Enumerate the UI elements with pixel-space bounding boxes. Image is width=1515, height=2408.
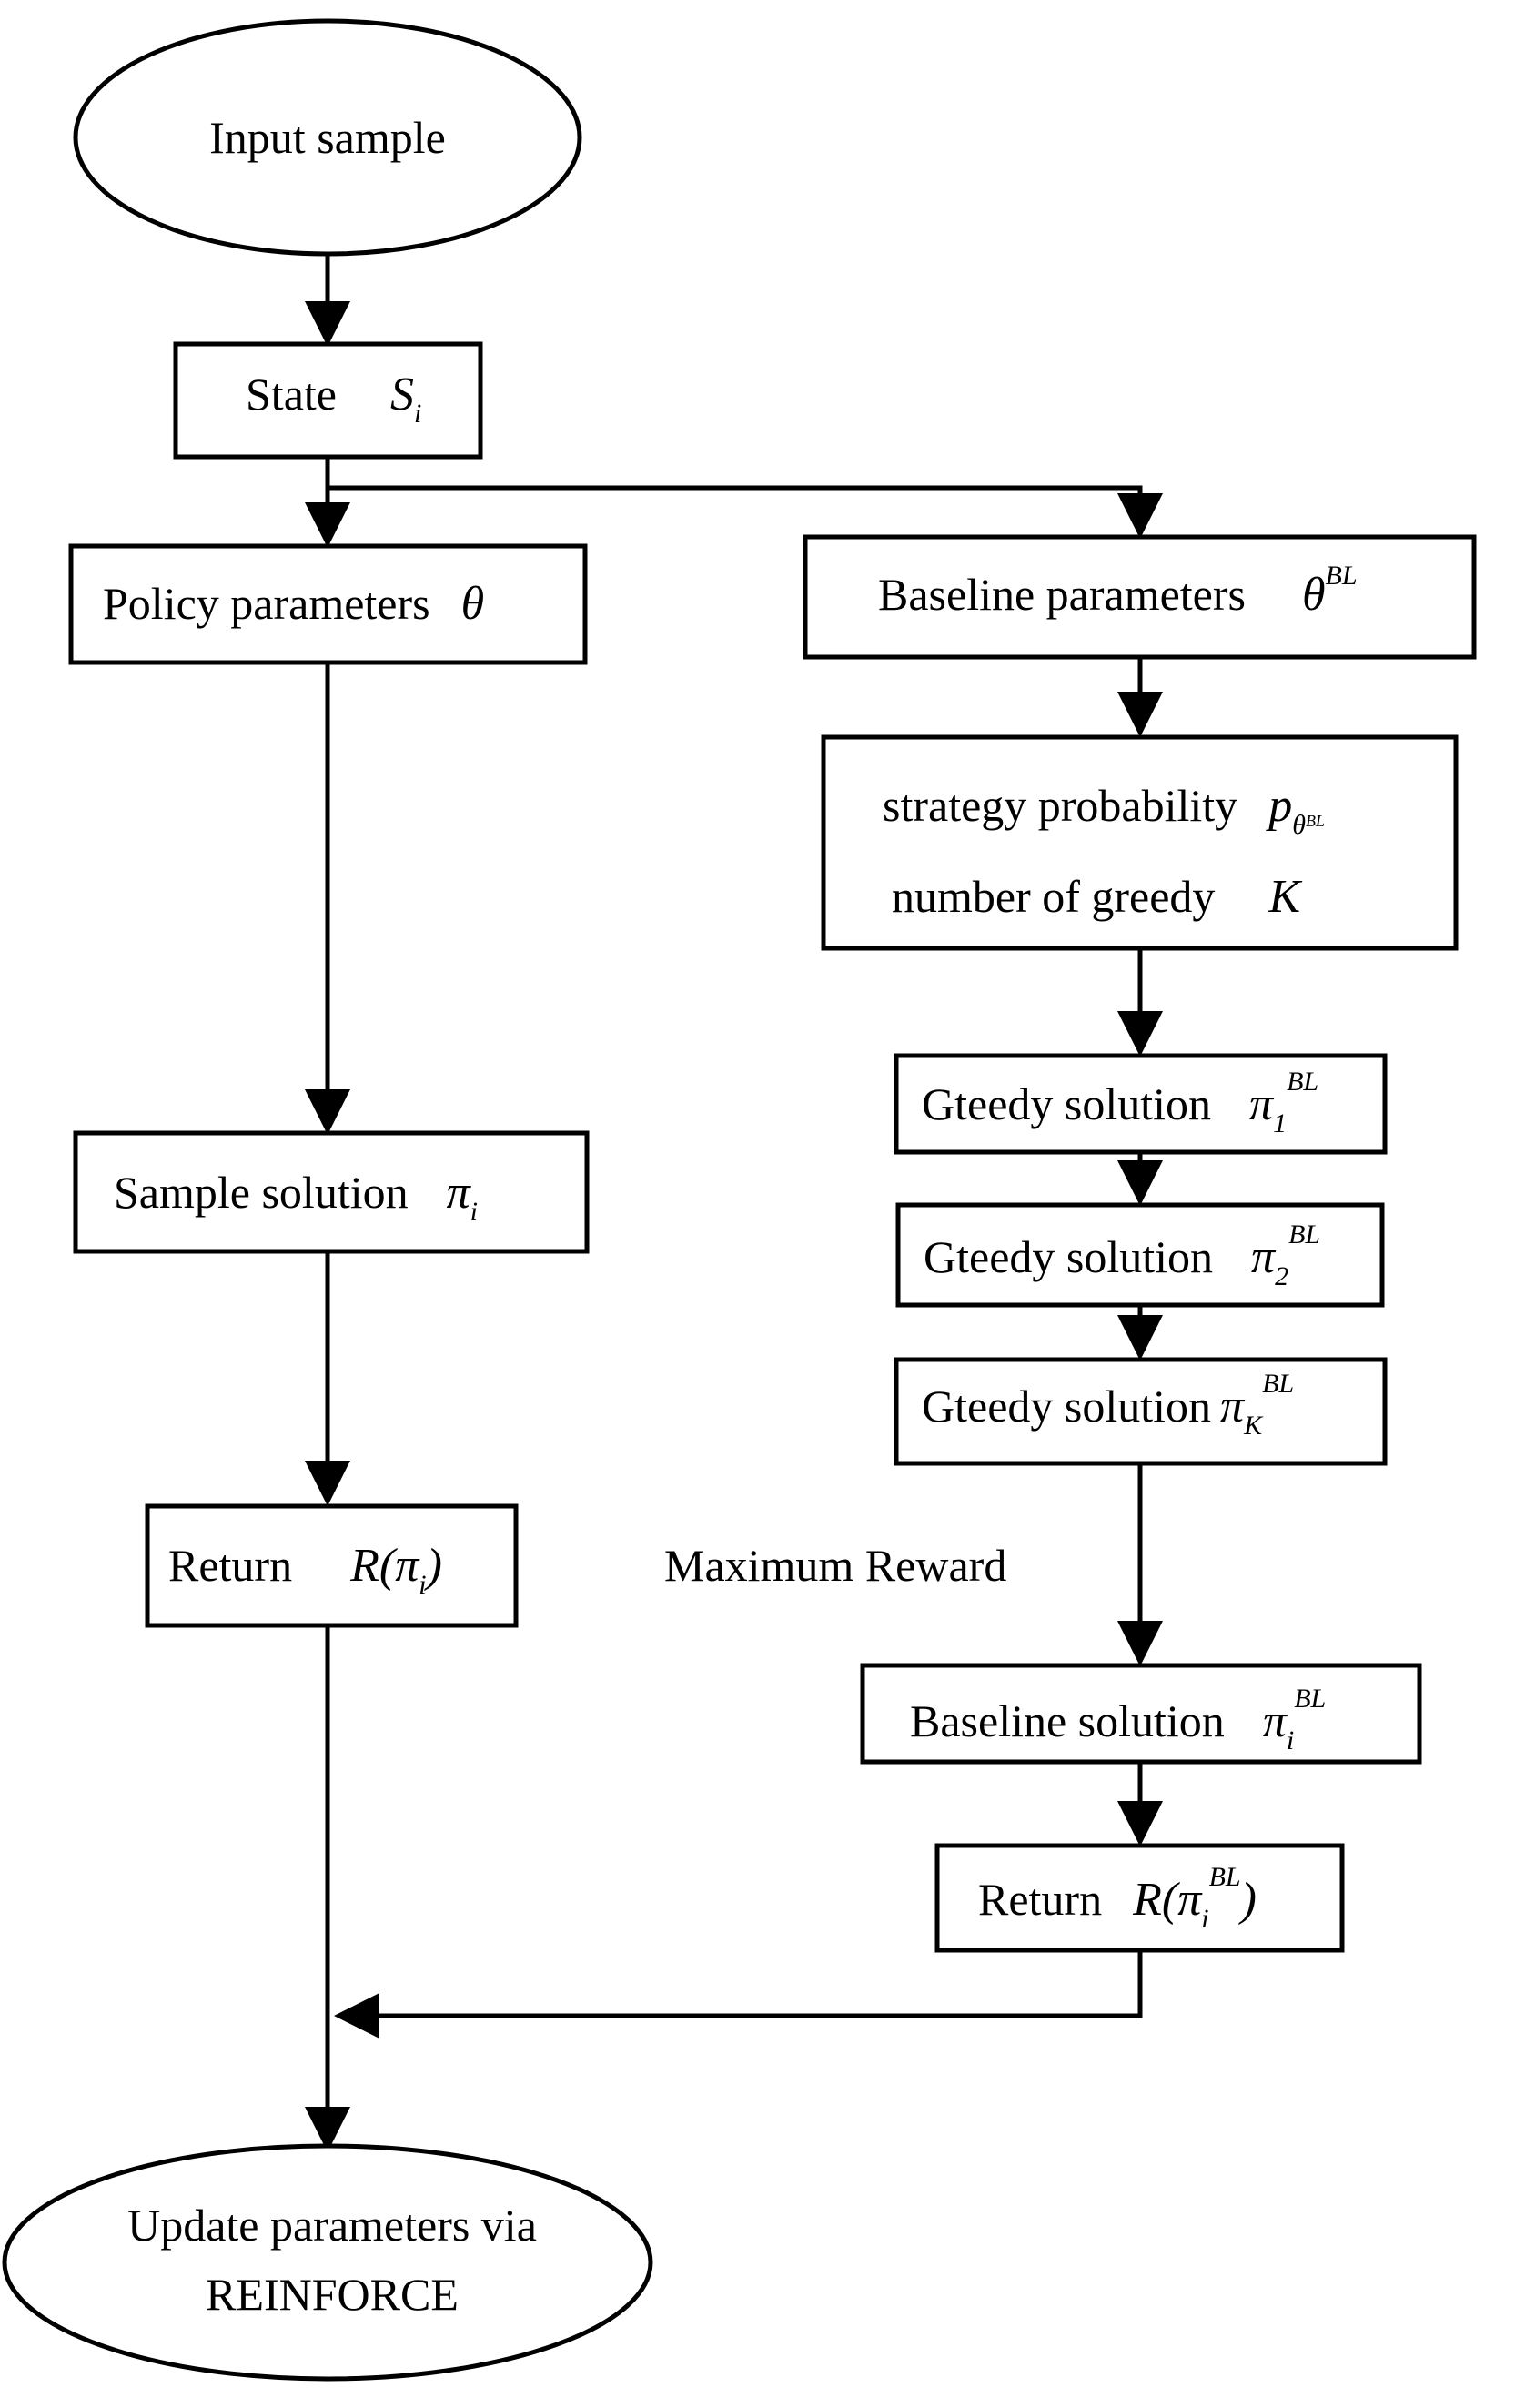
edges (305, 255, 1163, 2152)
svg-text:Baseline solution πiBL: Baseline solution πiBL (910, 1684, 1326, 1755)
return-left-label: Return (168, 1540, 292, 1591)
node-baseline-parameters: Baseline parameters θBL (803, 534, 1477, 660)
svg-text:Return R(πi): Return R(πi) (168, 1540, 442, 1600)
state-label: State (246, 369, 337, 420)
greedy-2-sub: 2 (1275, 1261, 1288, 1291)
node-state: State Si (173, 341, 483, 460)
svg-text:strategy probability pθB: strategy probability pθBL (883, 780, 1325, 840)
edge-state-to-baseline (328, 485, 1163, 539)
sample-solution-sub: i (470, 1197, 478, 1227)
return-right-func: R( (1132, 1874, 1180, 1926)
return-left-close: ) (424, 1540, 442, 1592)
svg-text:Gteedy solution π2BL: Gteedy solution π2BL (924, 1219, 1320, 1291)
strategy-prob-var: p (1265, 780, 1292, 832)
node-strategy-probability: strategy probability pθBL number of gree… (821, 734, 1459, 951)
input-sample-label: Input sample (209, 112, 446, 163)
return-left-var: π (395, 1540, 420, 1592)
baseline-params-sup: BL (1326, 561, 1358, 591)
strategy-prob-subsup: BL (1306, 812, 1325, 830)
node-greedy-solution-1: Gteedy solution π1BL (894, 1053, 1388, 1155)
svg-text:Return R(πiBL): Return R(πiBL) (978, 1862, 1257, 1934)
baseline-solution-var: π (1263, 1695, 1288, 1747)
svg-text:State Si: State Si (246, 369, 421, 429)
greedy-1-sup: BL (1287, 1067, 1318, 1097)
greedy-2-var: π (1251, 1231, 1277, 1283)
node-baseline-solution: Baseline solution πiBL (860, 1663, 1422, 1765)
greedy-1-sub: 1 (1273, 1108, 1287, 1138)
baseline-solution-sup: BL (1294, 1684, 1326, 1714)
baseline-solution-sub: i (1287, 1725, 1294, 1755)
sample-solution-label: Sample solution (114, 1167, 409, 1218)
state-var: S (390, 369, 414, 420)
node-sample-solution: Sample solution πi (73, 1130, 590, 1254)
greedy-2-sup: BL (1288, 1219, 1320, 1250)
node-input-sample: Input sample (73, 18, 582, 257)
num-greedy-var: K (1268, 871, 1302, 923)
update-line2: REINFORCE (206, 2269, 459, 2320)
return-right-var: π (1177, 1874, 1203, 1926)
return-right-close: ) (1238, 1874, 1257, 1926)
greedy-1-var: π (1249, 1078, 1275, 1130)
node-update-parameters: Update parameters via REINFORCE (2, 2143, 653, 2382)
svg-text:Gteedy solution πKBL: Gteedy solution πK BL (922, 1369, 1294, 1441)
update-line1: Update parameters via (127, 2200, 537, 2251)
svg-text:Policy parameters θ: Policy parameters θ (103, 578, 484, 630)
svg-text:number of greedy K: number of greedy K (892, 871, 1302, 923)
edge-return-right-to-update (334, 1950, 1143, 2039)
greedy-k-sup: BL (1262, 1369, 1294, 1399)
node-greedy-solution-2: Gteedy solution π2BL (895, 1202, 1385, 1308)
return-right-sup: BL (1209, 1862, 1241, 1892)
node-greedy-solution-k: Gteedy solution πK BL (894, 1357, 1388, 1466)
return-left-sub: i (419, 1570, 426, 1600)
greedy-1-label: Gteedy solution (922, 1078, 1211, 1129)
return-left-func: R( (349, 1540, 398, 1592)
greedy-k-var: π (1220, 1381, 1246, 1432)
maximum-reward-label: Maximum Reward (664, 1540, 1006, 1591)
baseline-solution-label: Baseline solution (910, 1695, 1225, 1746)
greedy-2-label: Gteedy solution (924, 1231, 1213, 1282)
baseline-params-var: θ (1302, 569, 1326, 621)
return-right-sub: i (1201, 1904, 1208, 1934)
svg-text:Baseline parameters θBL: Baseline parameters θBL (878, 561, 1358, 621)
svg-text:Sample solution πi: Sample solution πi (114, 1167, 478, 1227)
greedy-k-label: Gteedy solution (922, 1381, 1211, 1432)
num-greedy-label: number of greedy (892, 871, 1215, 922)
node-policy-parameters: Policy parameters θ (68, 543, 588, 665)
return-right-label: Return (978, 1874, 1102, 1925)
sample-solution-var: π (447, 1167, 472, 1219)
node-return-right: Return R(πiBL) (934, 1843, 1345, 1953)
strategy-prob-sub: θ (1292, 810, 1306, 840)
policy-params-label: Policy parameters (103, 578, 430, 629)
greedy-k-sub: K (1243, 1411, 1264, 1441)
strategy-prob-label: strategy probability (883, 780, 1237, 831)
node-return-left: Return R(πi) (145, 1503, 519, 1628)
state-sub: i (414, 399, 421, 429)
baseline-params-label: Baseline parameters (878, 569, 1246, 620)
svg-text:Gteedy solution π1BL: Gteedy solution π1BL (922, 1067, 1318, 1138)
policy-params-var: θ (461, 578, 485, 630)
